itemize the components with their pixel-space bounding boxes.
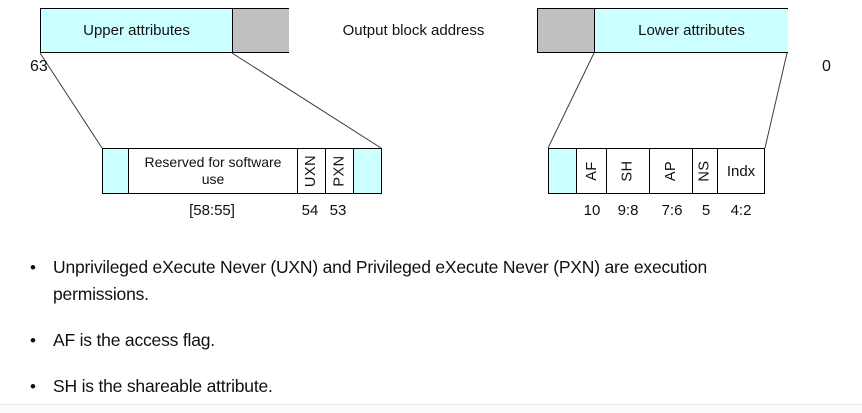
bullet-text: SH is the shareable attribute.	[53, 373, 273, 400]
bits-7-6-label: 7:6	[661, 202, 683, 219]
reserved-for-software-cell: Reserved for software use	[128, 148, 298, 194]
connector-line-upper-left	[39, 52, 103, 149]
bit-0-label: 0	[822, 58, 831, 75]
page-bottom-edge	[0, 404, 862, 413]
indx-label: Indx	[726, 162, 756, 180]
upper-detail-pad-right	[353, 148, 382, 194]
ns-cell: NS	[692, 148, 718, 194]
connector-line-lower-left	[547, 52, 595, 149]
uxn-label: UXN	[303, 154, 320, 188]
segment-label: Upper attributes	[83, 22, 190, 39]
uxn-cell: UXN	[297, 148, 326, 194]
af-label: AF	[583, 161, 600, 181]
bullet-text-line: AF is the access flag.	[53, 330, 215, 350]
bullet-item-af: • AF is the access flag.	[30, 327, 840, 354]
bit-10-label: 10	[583, 202, 601, 219]
ns-label: NS	[697, 160, 713, 182]
bit-field-bar: Upper attributes Output block address Lo…	[40, 8, 820, 53]
bit-5-label: 5	[701, 202, 711, 219]
connector-line-upper-right	[231, 52, 382, 149]
lower-detail-pad-left	[548, 148, 577, 194]
segment-label: Output block address	[342, 22, 485, 39]
bullet-item-uxn-pxn: • Unprivileged eXecute Never (UXN) and P…	[30, 254, 840, 308]
bit-53-label: 53	[329, 202, 347, 219]
lower-attributes-detail-box: AF SH AP NS Indx	[548, 148, 765, 194]
bullet-text-line: permissions.	[53, 284, 149, 304]
bullet-marker: •	[30, 331, 36, 350]
ap-label: AP	[663, 160, 679, 182]
segment-unlabeled-end	[788, 8, 820, 53]
sh-label: SH	[620, 160, 636, 182]
af-cell: AF	[576, 148, 607, 194]
segment-label: Lower attributes	[638, 22, 745, 39]
segment-lower-attributes: Lower attributes	[594, 8, 789, 53]
bit-63-label: 63	[30, 58, 48, 75]
upper-detail-pad-left	[102, 148, 129, 194]
reserved-cell-line1: Reserved for software	[144, 154, 282, 170]
upper-attributes-detail-box: Reserved for software use UXN PXN	[102, 148, 382, 194]
bits-58-55-label: [58:55]	[189, 202, 235, 219]
bullet-marker: •	[30, 377, 36, 396]
bullet-marker: •	[30, 258, 36, 277]
bullet-text: AF is the access flag.	[53, 327, 215, 354]
bit-54-label: 54	[301, 202, 319, 219]
ap-cell: AP	[649, 148, 693, 194]
segment-upper-attributes: Upper attributes	[40, 8, 233, 53]
segment-reserved-gray-right	[537, 8, 596, 53]
pxn-label: PXN	[331, 155, 348, 187]
bullet-item-sh: • SH is the shareable attribute.	[30, 373, 840, 400]
bits-9-8-label: 9:8	[617, 202, 639, 219]
bullet-text-line: Unprivileged eXecute Never (UXN) and Pri…	[53, 257, 707, 277]
bullet-text: Unprivileged eXecute Never (UXN) and Pri…	[53, 254, 707, 308]
bullet-text-line: SH is the shareable attribute.	[53, 376, 273, 396]
reserved-cell-line2: use	[201, 171, 225, 187]
connector-line-lower-right	[764, 52, 788, 149]
pxn-cell: PXN	[325, 148, 354, 194]
segment-output-block-address: Output block address	[289, 8, 538, 53]
bits-4-2-label: 4:2	[730, 202, 752, 219]
indx-cell: Indx	[717, 148, 765, 194]
sh-cell: SH	[606, 148, 650, 194]
segment-reserved-gray-left	[232, 8, 290, 53]
